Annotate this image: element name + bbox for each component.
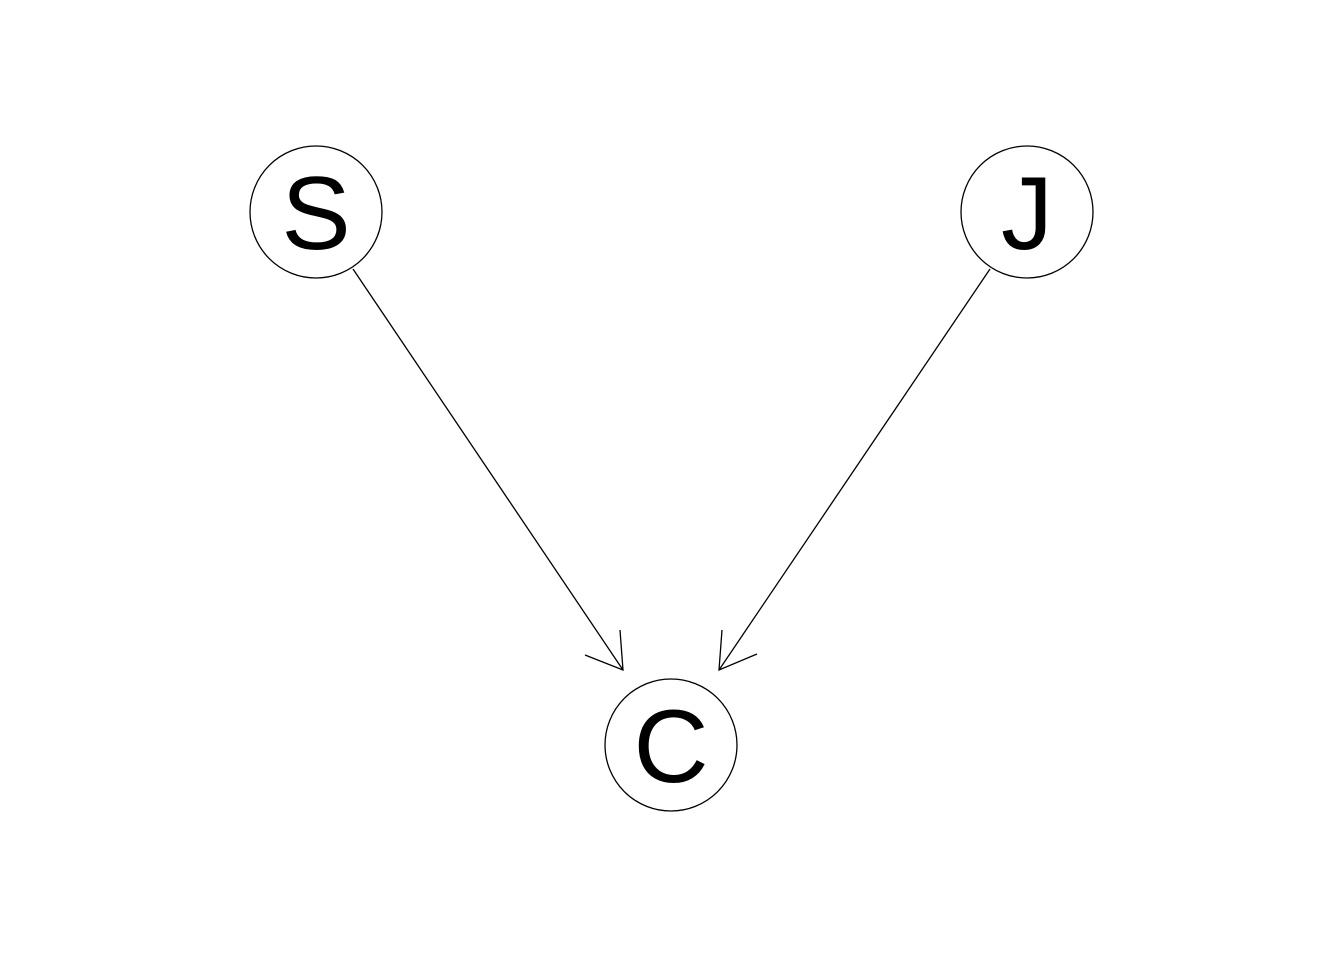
node-c-label: C (633, 689, 708, 805)
node-s: S (249, 145, 383, 279)
node-j: J (960, 145, 1094, 279)
node-c-circle (604, 678, 738, 812)
node-s-label: S (281, 156, 350, 272)
node-c: C (604, 678, 738, 812)
edge-j-to-c-arrowhead (718, 629, 758, 672)
edge-s-to-c (352, 268, 624, 671)
node-j-label: J (1001, 156, 1053, 272)
edge-j-to-c (718, 268, 991, 672)
edge-s-to-c-line (352, 268, 624, 671)
node-s-circle (249, 145, 383, 279)
edge-j-to-c-line (718, 268, 991, 671)
edge-s-to-c-arrowhead (584, 629, 624, 671)
node-j-circle (960, 145, 1094, 279)
